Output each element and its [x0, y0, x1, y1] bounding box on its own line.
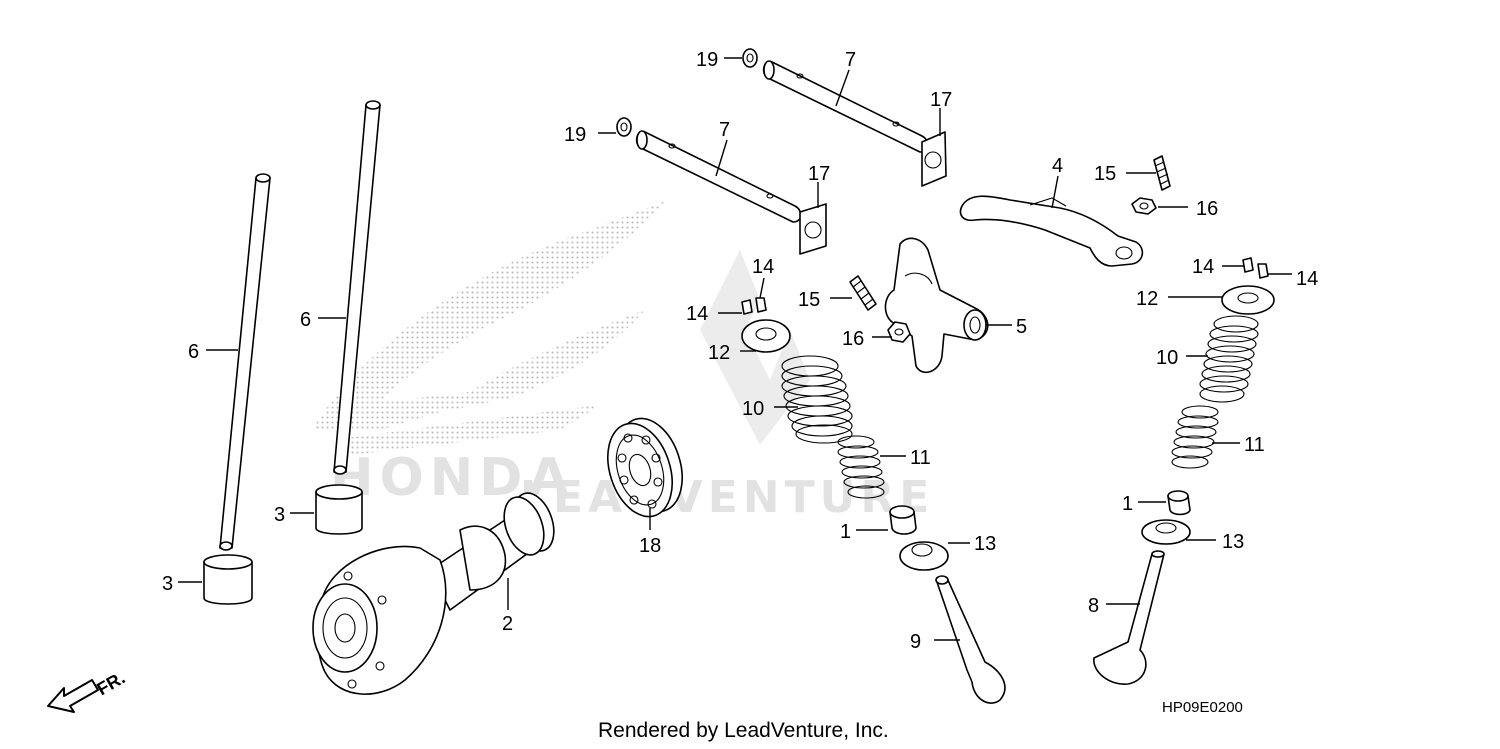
valve-cotter-left	[741, 297, 767, 315]
spring-seat-left	[899, 541, 949, 571]
rocker-shaft-upper	[762, 60, 929, 153]
callout-19: 19	[564, 124, 586, 146]
callout-7: 7	[719, 119, 730, 141]
callout-17: 17	[930, 89, 952, 111]
honda-wing-watermark: HONDA	[312, 200, 668, 508]
spring-retainer-right	[1221, 285, 1275, 315]
exhaust-valve	[1093, 550, 1165, 685]
inner-valve-spring-right	[1171, 405, 1219, 469]
lock-nut-left	[887, 321, 911, 343]
washer-lower	[616, 117, 632, 137]
callout-5: 5	[1016, 316, 1027, 338]
footer-credit: Rendered by LeadVenture, Inc.	[598, 719, 889, 742]
callout-17: 17	[808, 163, 830, 185]
valve-cotter-right	[1242, 257, 1269, 279]
inner-valve-spring-left	[837, 435, 885, 499]
callout-14: 14	[1296, 268, 1318, 290]
rocker-arm-intake	[884, 237, 989, 374]
lock-nut-right	[1131, 197, 1157, 215]
washer-upper	[742, 48, 758, 68]
tappet-lower	[203, 554, 253, 605]
shaft-plate-upper	[921, 131, 947, 187]
callout-15: 15	[798, 289, 820, 311]
callout-3: 3	[162, 573, 173, 595]
drawing-code: HP09E0200	[1162, 699, 1243, 716]
leader-lines	[178, 57, 1292, 641]
push-rod-left	[219, 173, 271, 551]
callout-16: 16	[1196, 198, 1218, 220]
callout-12: 12	[708, 342, 730, 364]
callout-11: 11	[910, 447, 931, 469]
callout-labels: 19 7 17 19 7 17 4 15 16 14 14 12 10 11 1…	[162, 49, 1318, 653]
callout-15: 15	[1094, 163, 1116, 185]
push-rod-right	[333, 100, 381, 475]
callout-4: 4	[1052, 155, 1063, 177]
tappet-upper	[315, 484, 363, 535]
intake-valve	[935, 575, 1006, 704]
callout-16: 16	[842, 328, 864, 350]
shaft-plate-lower	[799, 203, 827, 255]
outer-valve-spring-left	[781, 355, 853, 444]
front-direction-arrow-icon: FR.	[47, 668, 128, 713]
callout-10: 10	[742, 398, 764, 420]
callout-3: 3	[274, 504, 285, 526]
callout-13: 13	[974, 533, 996, 555]
rocker-arm-exhaust	[959, 195, 1144, 267]
rocker-shaft-lower	[635, 130, 802, 223]
callout-14: 14	[1192, 256, 1214, 278]
adjusting-screw-left	[849, 275, 877, 311]
callout-14: 14	[686, 303, 708, 325]
callout-19: 19	[696, 49, 718, 71]
callout-9: 9	[910, 631, 921, 653]
callout-12: 12	[1136, 288, 1158, 310]
callout-11: 11	[1244, 434, 1265, 456]
callout-18: 18	[639, 535, 661, 557]
adjusting-screw-right	[1153, 155, 1171, 191]
outer-valve-spring-right	[1199, 315, 1259, 403]
valve-stem-seal-left	[889, 505, 917, 535]
camshaft-bearing	[607, 417, 683, 518]
camshaft	[312, 492, 555, 695]
callout-1: 1	[1122, 493, 1133, 515]
callout-7: 7	[845, 49, 856, 71]
callout-10: 10	[1156, 347, 1178, 369]
leadventure-watermark: LEADVENTURE	[520, 250, 929, 523]
callout-6: 6	[300, 309, 311, 331]
callout-1: 1	[840, 521, 851, 543]
callout-2: 2	[502, 613, 513, 635]
valve-stem-seal-right	[1167, 490, 1191, 516]
spring-retainer-left	[741, 319, 791, 353]
callout-13: 13	[1222, 531, 1244, 553]
front-label: FR.	[93, 668, 128, 700]
callout-6: 6	[188, 341, 199, 363]
callout-14: 14	[752, 256, 774, 278]
callout-8: 8	[1088, 595, 1099, 617]
spring-seat-right	[1141, 519, 1191, 545]
